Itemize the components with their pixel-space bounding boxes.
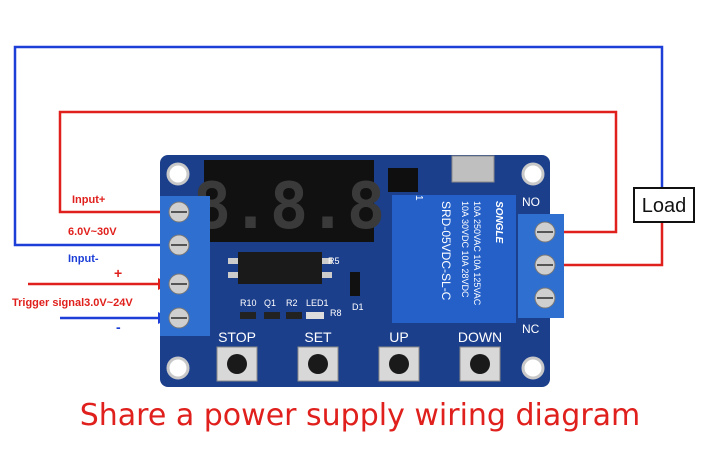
smd-q1 (264, 312, 280, 319)
label-d1: D1 (352, 302, 364, 312)
micro-usb-port (451, 155, 495, 183)
blue-wire-input-minus (13, 45, 664, 247)
smd-led1 (306, 312, 324, 319)
button-row: STOP SET UP DOWN (216, 329, 502, 382)
relay-pin-one: 1 (413, 195, 424, 201)
ic-chip (238, 252, 322, 284)
capacitor (388, 168, 418, 192)
chip-pin (228, 258, 238, 264)
diode-d1 (350, 272, 360, 296)
chip-pin (322, 258, 332, 264)
stop-button-cap (227, 354, 247, 374)
red-wire-load-return (556, 222, 664, 267)
label-set: SET (304, 329, 332, 345)
input-plus-label: Input+ (72, 194, 105, 206)
relay-rating-1: 10A 250VAC 10A 125VAC (472, 201, 482, 306)
trigger-plus-sign: + (114, 265, 122, 281)
load-box (633, 187, 695, 223)
down-button-cap (470, 354, 490, 374)
smd-r10 (240, 312, 256, 319)
relay-board: 8.8.8 R10 Q1 R2 LED1 R8 D1 R5 SONGLE 10A… (160, 155, 564, 387)
chip-pin (228, 272, 238, 278)
mount-hole-tr (521, 162, 545, 186)
wires (13, 45, 664, 324)
mount-hole-tl (166, 162, 190, 186)
right-screws (534, 221, 556, 309)
relay-model: SRD-05VDC-SL-C (439, 201, 453, 301)
label-no: NO (522, 195, 540, 209)
label-led1: LED1 (306, 298, 329, 308)
annotations: Input+ 6.0V~30V Input- + Trigger signal3… (12, 194, 133, 335)
seven-segment-display (204, 160, 374, 242)
left-screws (168, 201, 190, 329)
up-button-cap (389, 354, 409, 374)
relay (392, 195, 516, 323)
voltage-range-label: 6.0V~30V (68, 226, 117, 238)
input-minus-label: Input- (68, 253, 99, 265)
label-r10: R10 (240, 298, 257, 308)
mount-hole-br (521, 356, 545, 380)
relay-brand: SONGLE (493, 201, 504, 244)
set-button-cap (308, 354, 328, 374)
label-down: DOWN (458, 329, 502, 345)
chip-pin (322, 272, 332, 278)
red-wire-input-plus (58, 110, 618, 234)
relay-markings: SONGLE 10A 250VAC 10A 125VAC 10A 30VDC 1… (413, 195, 504, 306)
label-r8: R8 (330, 308, 342, 318)
mount-hole-bl (166, 356, 190, 380)
relay-rating-2: 10A 30VDC 10A 28VDC (460, 201, 470, 298)
trigger-label: Trigger signal3.0V~24V (12, 297, 133, 309)
smd-r2 (286, 312, 302, 319)
load-label: Load (642, 195, 687, 217)
label-up: UP (389, 329, 408, 345)
trigger-minus-sign: - (116, 319, 121, 335)
diagram-caption: Share a power supply wiring diagram (79, 398, 641, 433)
label-nc: NC (522, 322, 540, 336)
label-r2: R2 (286, 298, 298, 308)
label-q1: Q1 (264, 298, 276, 308)
label-r5: R5 (328, 256, 340, 266)
display-digits: 8.8.8 (193, 170, 386, 244)
label-stop: STOP (218, 329, 256, 345)
